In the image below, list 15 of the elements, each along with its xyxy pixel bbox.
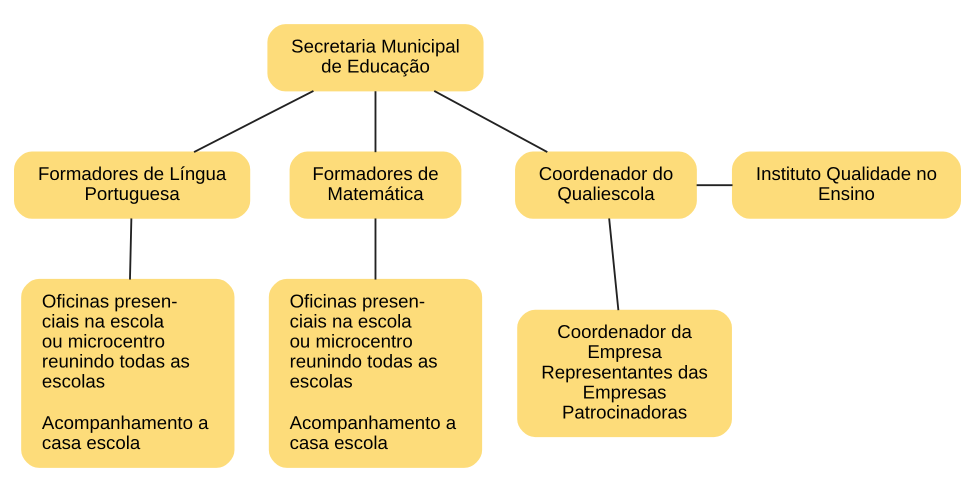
connector [608,218,619,310]
connector [696,184,732,186]
connector [374,90,376,152]
node-box: Formadores de Língua Portuguesa [14,151,250,218]
node-box: Instituto Qualidade no Ensino [731,151,960,218]
connector [128,218,132,280]
node-box: Secretaria Municipal de Educação [266,24,484,91]
node-box: Coordenador da Empresa Representantes das Empresas Patrocinadoras [516,309,732,437]
connector [193,90,314,152]
node-box: Coordenador do Qualiescola [514,151,696,218]
node-box: Formadores de Matemática [289,151,461,218]
node-box: Oficinas presen- ciais na escola ou microcentro reunindo todas as escolas Acompanhamento a casa escola [20,278,234,468]
connector [433,90,548,152]
node-box: Oficinas presen- ciais na escola ou microcentro reunindo todas as escolas Acompanhamento a casa escola [268,278,482,468]
connector [374,218,376,280]
